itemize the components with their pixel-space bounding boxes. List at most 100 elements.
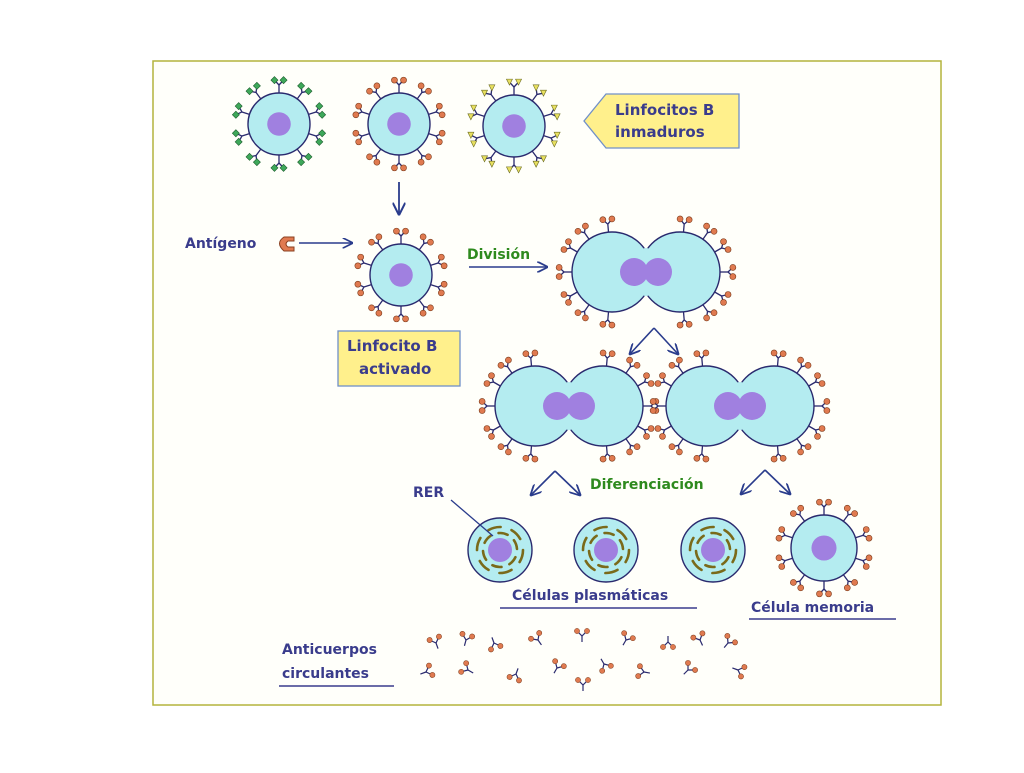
cell-nucleus (620, 258, 648, 286)
antibody (458, 660, 474, 675)
antibodies-label-line1: Anticuerpos (282, 642, 377, 658)
rer-cisterna (483, 534, 492, 545)
immature-cell-orange (352, 76, 446, 172)
antibody-layer (420, 628, 748, 691)
cell-nucleus (567, 392, 595, 420)
plasma-cells-label: Células plasmáticas (512, 588, 668, 604)
rer-cisterna (688, 536, 695, 552)
cell-nucleus (714, 392, 742, 420)
rer-cisterna (624, 548, 631, 564)
rer-cisterna (512, 538, 519, 551)
rer-pointer (450, 499, 494, 537)
antibody (599, 658, 614, 674)
arrow-diff-right-b (764, 469, 790, 494)
rer-cisterna (731, 548, 738, 564)
cell-nucleus (502, 114, 526, 138)
rer-cisterna (478, 559, 490, 572)
memory-cell (775, 498, 873, 598)
rer-cisterna (491, 563, 503, 569)
arrow-split-right (653, 327, 678, 354)
rer-cisterna (616, 528, 628, 541)
rer-cisterna (498, 568, 513, 575)
antibody (723, 633, 738, 648)
cell-nucleus (738, 392, 766, 420)
rer-cisterna (587, 549, 594, 562)
rer-cisterna (691, 559, 703, 572)
rer-cisterna (603, 531, 615, 537)
rer-cisterna (723, 528, 735, 541)
activated-cell (354, 227, 448, 323)
cell-nucleus (267, 112, 291, 136)
antigen-icon (279, 236, 295, 252)
rer-cisterna (597, 563, 609, 569)
differentiation-label: Diferenciación (590, 477, 704, 493)
rer-cisterna (704, 563, 716, 569)
rer-cisterna (618, 538, 625, 551)
antibody (426, 633, 442, 649)
rer-cisterna (589, 534, 598, 545)
dividing-cell-left (478, 349, 660, 463)
immature-label-line1: Linfocitos B (615, 101, 714, 119)
rer-cisterna (508, 555, 517, 566)
activated-label-line1: Linfocito B (347, 337, 437, 355)
antibody (528, 630, 543, 646)
rer-cisterna (700, 525, 715, 532)
activated-label-line2: activado (359, 360, 431, 378)
antibody (621, 630, 636, 646)
activated-callout (337, 330, 461, 387)
memory-cell-label: Célula memoria (751, 600, 874, 616)
rer-cisterna (497, 531, 509, 537)
rer-cisterna (725, 538, 732, 551)
antibody (683, 660, 698, 675)
dividing-cell-right (649, 349, 831, 463)
rer-label: RER (413, 485, 444, 501)
rer-cisterna (593, 525, 608, 532)
antibody (635, 663, 651, 679)
rer-cisterna (481, 549, 488, 562)
antibody (420, 662, 436, 678)
antibody (459, 631, 475, 646)
immature-callout (583, 93, 740, 149)
rer-cisterna (711, 568, 726, 575)
rer-cisterna (721, 555, 730, 566)
arrow-diff-left-b (554, 470, 580, 495)
rer-cisterna (518, 548, 525, 564)
arrow-diff-left-a (531, 470, 556, 495)
antibody (506, 668, 522, 684)
arrow-split-left (630, 327, 655, 354)
division-label: División (467, 247, 530, 263)
dividing-cell-top (555, 215, 737, 329)
antibody (552, 658, 567, 674)
rer-cisterna (696, 534, 705, 545)
antibody (690, 630, 706, 646)
rer-cisterna (604, 568, 619, 575)
antibodies-label-line2: circulantes (282, 666, 369, 682)
rer-cisterna (487, 525, 502, 532)
cell-nucleus (488, 538, 512, 562)
rer-cisterna (584, 559, 596, 572)
cell-nucleus (811, 535, 837, 561)
immature-cell-yellow (467, 78, 561, 174)
antibody (660, 636, 676, 650)
cell-nucleus (644, 258, 672, 286)
cell-nucleus (389, 263, 413, 287)
plasma-cell-1 (467, 517, 533, 583)
rer-cisterna (510, 528, 522, 541)
arrow-diff-right-a (741, 469, 766, 494)
cell-nucleus (701, 538, 725, 562)
antibody (574, 628, 590, 642)
rer-cisterna (614, 555, 623, 566)
antibody (488, 637, 504, 653)
rer-cisterna (694, 549, 701, 562)
rer-cisterna (475, 536, 482, 552)
cell-nucleus (387, 112, 411, 136)
antibody (732, 664, 748, 680)
plasma-cell-3 (680, 517, 746, 583)
immature-label-line2: inmaduros (615, 123, 705, 141)
cells-layer (231, 76, 873, 598)
cell-nucleus (543, 392, 571, 420)
plasma-cell-2 (573, 517, 639, 583)
immature-cell-green (231, 76, 327, 172)
